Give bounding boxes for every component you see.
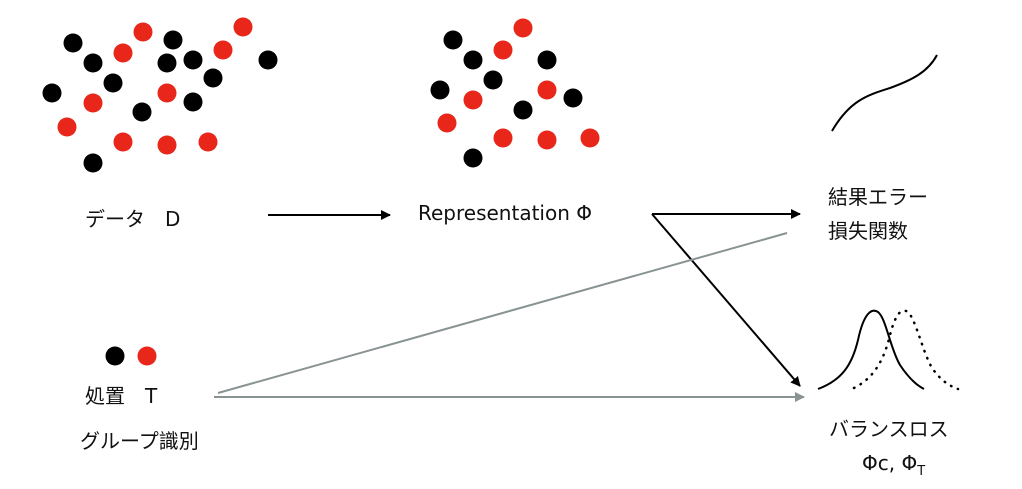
representation-black-dot	[463, 148, 483, 168]
representation-black-dot	[537, 50, 557, 70]
legend-red-dot	[137, 346, 157, 366]
control-distribution-curve	[817, 309, 925, 390]
representation-black-dot	[430, 80, 450, 100]
data-red-dot	[233, 17, 253, 37]
outcome-loss-label-line2: 損失関数	[828, 219, 908, 243]
data-red-dot	[113, 43, 133, 63]
data-black-dot	[183, 50, 203, 70]
balance-phi-label: Φc, ΦT	[862, 451, 925, 479]
data-red-dot	[157, 83, 177, 103]
data-black-dot	[157, 53, 177, 73]
outcome-curve-icon	[831, 54, 938, 132]
data-black-dot	[132, 102, 152, 122]
representation-black-dot	[513, 100, 533, 120]
data-black-dot	[183, 92, 203, 112]
legend-black-dot	[105, 346, 125, 366]
line-treatment-to-outcome	[217, 232, 788, 394]
balance-loss-label: バランスロス	[829, 417, 949, 441]
representation-red-dot	[537, 80, 557, 100]
treated-distribution-curve	[852, 309, 960, 391]
representation-red-dot	[493, 40, 513, 60]
representation-label: Representation Φ	[418, 201, 592, 225]
representation-black-dot	[443, 30, 463, 50]
data-black-dot	[163, 30, 183, 50]
representation-red-dot	[493, 128, 513, 148]
representation-black-dot	[563, 88, 583, 108]
data-black-dot	[203, 68, 223, 88]
data-black-dot	[103, 73, 123, 93]
data-black-dot	[83, 153, 103, 173]
data-black-dot	[63, 33, 83, 53]
representation-red-dot	[463, 90, 483, 110]
data-red-dot	[113, 132, 133, 152]
data-red-dot	[157, 135, 177, 155]
dot-clusters	[42, 17, 600, 366]
data-red-dot	[213, 40, 233, 60]
phi-c-text: Φc, Φ	[862, 451, 918, 475]
data-black-dot	[258, 50, 278, 70]
data-black-dot	[42, 83, 62, 103]
data-red-dot	[83, 93, 103, 113]
representation-black-dot	[463, 50, 483, 70]
representation-red-dot	[537, 130, 557, 150]
representation-black-dot	[483, 70, 503, 90]
representation-red-dot	[437, 113, 457, 133]
representation-red-dot	[580, 128, 600, 148]
data-label: データ D	[85, 207, 181, 231]
data-red-dot	[133, 22, 153, 42]
data-black-dot	[83, 53, 103, 73]
outcome-loss-label-line1: 結果エラー	[828, 185, 928, 209]
representation-red-dot	[513, 18, 533, 38]
data-red-dot	[198, 132, 218, 152]
treatment-label: 処置 T	[85, 384, 158, 408]
data-red-dot	[57, 117, 77, 137]
group-identification-label: グループ識別	[80, 429, 199, 453]
arrow-representation-to-balance	[651, 213, 801, 387]
phi-t-subscript: T	[917, 464, 926, 479]
